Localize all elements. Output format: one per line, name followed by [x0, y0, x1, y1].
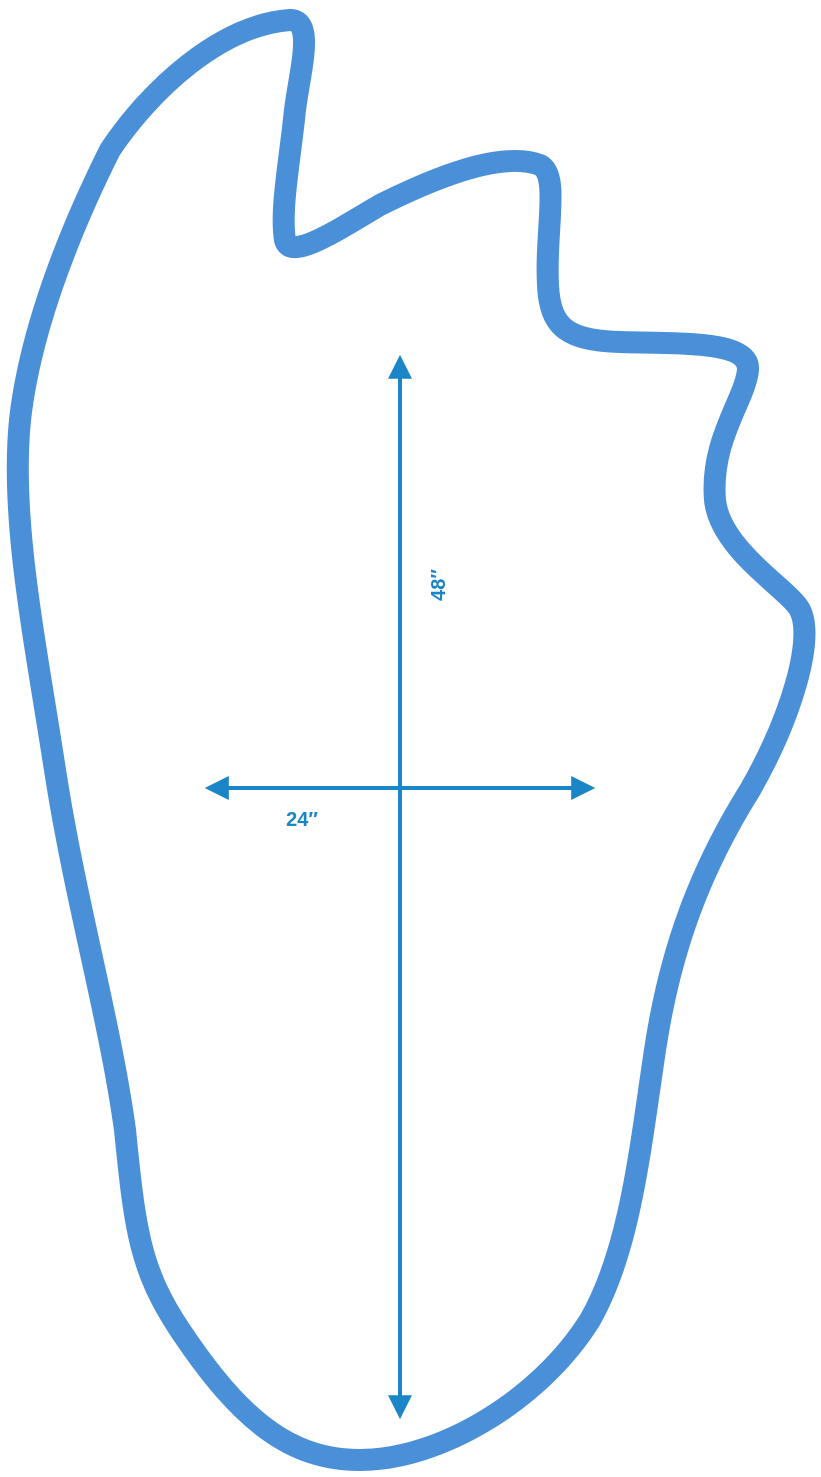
height-dimension-label: 48″: [428, 569, 450, 601]
width-dimension-label: 24″: [286, 809, 318, 831]
shape-outline: [6, 9, 816, 1471]
